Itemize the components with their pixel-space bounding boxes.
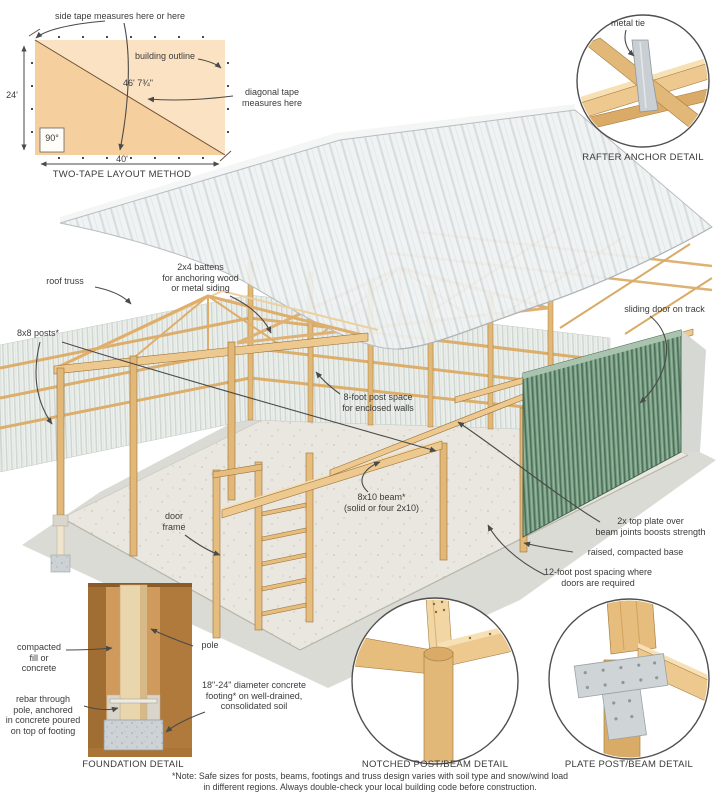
posts-label: 8x8 posts*	[16, 328, 60, 338]
rebar-label: rebar through pole, anchored in concrete…	[5, 694, 81, 736]
concrete-footing	[103, 719, 164, 751]
two-tape-layout-diagram	[21, 28, 232, 167]
compacted-fill-label: compacted fill or concrete	[16, 642, 62, 674]
building-outline-label: building outline	[134, 51, 196, 61]
post-top-block	[606, 600, 657, 655]
barn-illustration	[0, 104, 716, 688]
raised-base-label: raised, compacted base	[587, 547, 684, 557]
footing-label: 18"-24" diameter concrete footing* on we…	[202, 680, 306, 712]
width-dimension: 40'	[116, 154, 128, 164]
beam-label: 8x10 beam* (solid or four 2x10)	[343, 492, 420, 513]
pole-label: pole	[201, 640, 219, 650]
door-frame-label: door frame	[162, 511, 186, 532]
roof-eave-edge	[397, 226, 713, 350]
metal-plate	[573, 653, 669, 741]
plate-detail-title: PLATE POST/BEAM DETAIL	[564, 759, 694, 770]
metal-tie-label: metal tie	[610, 18, 645, 28]
right-angle-value: 90°	[45, 133, 59, 143]
post-location-ticks	[31, 36, 229, 159]
notched-detail-title: NOTCHED POST/BEAM DETAIL	[361, 759, 509, 770]
notched-post-beam-detail	[351, 597, 519, 765]
post-spacing-12-label: 12-foot post spacing where doors are req…	[543, 567, 653, 588]
foundation-title: FOUNDATION DETAIL	[82, 759, 184, 770]
front-truss	[55, 289, 379, 370]
battens-label: 2x4 battens for anchoring wood or metal …	[162, 262, 239, 294]
slab-front-edge	[61, 454, 689, 651]
leader-arrows	[35, 20, 668, 733]
sliding-door	[522, 329, 706, 538]
sliding-door-label: sliding door on track	[624, 304, 705, 314]
diagonal-value: 46' 7¾"	[123, 78, 153, 88]
beam-8x10	[221, 440, 443, 519]
plate-post-beam-detail	[548, 598, 710, 760]
roof-truss-label: roof truss	[46, 276, 84, 286]
footnote: *Note: Safe sizes for posts, beams, foot…	[171, 771, 569, 792]
post-space-label: 8-foot post space for enclosed walls	[342, 392, 414, 413]
roof-sheet	[59, 104, 713, 350]
foundation-detail-inset	[88, 583, 192, 757]
fastener-dots	[432, 600, 492, 640]
metal-tie	[631, 39, 659, 113]
height-dimension: 24'	[6, 90, 18, 100]
corner-post	[56, 367, 65, 516]
top-plate-label: 2x top plate over beam joints boosts str…	[595, 516, 706, 537]
right-angle-box	[39, 127, 65, 153]
corner-post-footing-cutaway	[50, 514, 71, 573]
rebar	[109, 698, 158, 704]
side-tape-label: side tape measures here or here	[54, 11, 186, 21]
rafter-anchor-detail	[576, 14, 710, 148]
layout-method-title: TWO-TAPE LAYOUT METHOD	[52, 169, 192, 180]
rafter-anchor-title: RAFTER ANCHOR DETAIL	[582, 152, 704, 163]
notched-post	[423, 651, 454, 763]
diagonal-tape-label: diagonal tape measures here	[241, 87, 303, 108]
